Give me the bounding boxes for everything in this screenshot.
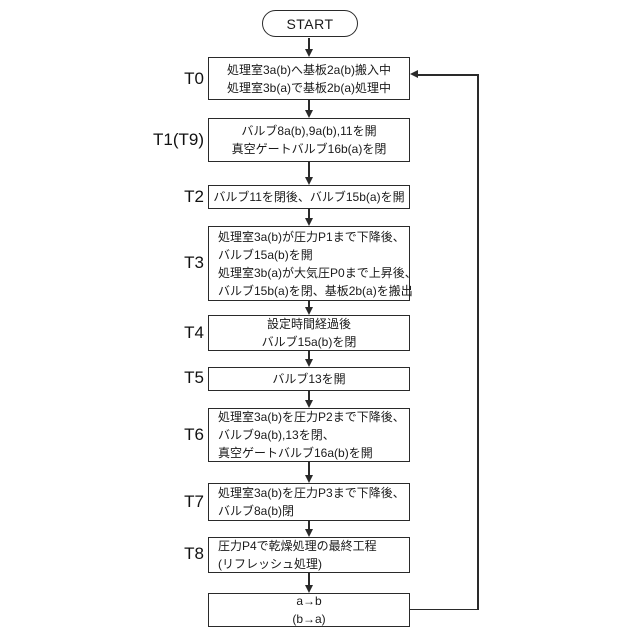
step-text: バルブ15a(b)を開	[218, 247, 313, 262]
arrow-down-icon	[304, 359, 313, 367]
arrow-left-icon	[410, 70, 418, 79]
step-box-t8: 圧力P4で乾燥処理の最終工程 (リフレッシュ処理)	[208, 537, 410, 573]
connector-feedback-top	[418, 74, 479, 76]
connector-t6-t7	[308, 462, 310, 476]
step-text: バルブ9a(b),13を閉、	[218, 428, 335, 442]
step-text: 処理室3a(b)を圧力P2まで下降後、	[218, 410, 405, 424]
step-text: a→b	[296, 594, 322, 608]
step-box-swap: a→b (b→a)	[208, 593, 410, 627]
arrow-down-icon	[304, 400, 313, 408]
connector-t0-t1	[308, 100, 310, 111]
start-label: START	[286, 15, 334, 32]
step-label-t2: T2	[184, 187, 204, 206]
step-text: バルブ8a(b)閉	[218, 504, 295, 518]
start-terminal: START	[262, 10, 358, 37]
step-label-t5: T5	[184, 368, 204, 387]
step-box-t0: 処理室3a(b)へ基板2a(b)搬入中 処理室3b(a)で基板2b(a)処理中	[208, 57, 410, 100]
arrow-down-icon	[304, 307, 313, 315]
connector-t1-t2	[308, 162, 310, 178]
step-text: バルブ11を閉後、バルブ15b(a)を開	[213, 190, 405, 204]
step-text: (b→a)	[292, 612, 326, 626]
step-text: 処理室3b(a)で基板2b(a)処理中	[226, 80, 392, 95]
arrow-down-icon	[304, 585, 313, 593]
connector-t7-t8	[308, 521, 310, 530]
step-text: 処理室3a(b)へ基板2a(b)搬入中	[226, 62, 392, 77]
step-text: バルブ15b(a)を閉、基板2b(a)を搬出	[218, 283, 413, 298]
step-box-t5: バルブ13を開	[208, 367, 410, 391]
connector-t5-t6	[308, 391, 310, 401]
step-box-t7: 処理室3a(b)を圧力P3まで下降後、 バルブ8a(b)閉	[208, 483, 410, 521]
connector-start-t0	[308, 37, 310, 50]
connector-t8-swap	[308, 573, 310, 586]
connector-t3-t4	[308, 301, 310, 308]
step-text: 処理室3b(a)が大気圧P0まで上昇後、	[218, 265, 417, 280]
step-box-t3: 処理室3a(b)が圧力P1まで下降後、 バルブ15a(b)を開 処理室3b(a)…	[208, 226, 417, 301]
step-text: 真空ゲートバルブ16b(a)を閉	[231, 142, 387, 156]
step-box-t2: バルブ11を閉後、バルブ15b(a)を開	[208, 185, 410, 209]
step-box-t1: バルブ8a(b),9a(b),11を開 真空ゲートバルブ16b(a)を閉	[208, 118, 410, 162]
step-label-t0: T0	[184, 69, 204, 88]
step-label-t6: T6	[184, 425, 204, 444]
step-label-t7: T7	[184, 492, 204, 511]
arrow-down-icon	[304, 475, 313, 483]
connector-t2-t3	[308, 209, 310, 219]
step-label-t3: T3	[184, 253, 204, 272]
step-text: バルブ13を開	[272, 372, 346, 386]
step-text: (リフレッシュ処理)	[218, 557, 322, 571]
step-text: 処理室3a(b)が圧力P1まで下降後、	[218, 229, 405, 244]
step-text: 圧力P4で乾燥処理の最終工程	[218, 539, 377, 553]
step-box-t6: 処理室3a(b)を圧力P2まで下降後、 バルブ9a(b),13を閉、 真空ゲート…	[208, 408, 410, 462]
step-text: 真空ゲートバルブ16a(b)を開	[218, 446, 373, 460]
step-label-t1: T1(T9)	[153, 130, 204, 149]
step-text: 処理室3a(b)を圧力P3まで下降後、	[218, 486, 405, 500]
arrow-down-icon	[304, 49, 313, 57]
arrow-down-icon	[304, 218, 313, 226]
step-box-t4: 設定時間経過後 バルブ15a(b)を閉	[208, 315, 410, 351]
step-text: 設定時間経過後	[266, 317, 351, 331]
connector-t4-t5	[308, 351, 310, 360]
step-text: バルブ15a(b)を閉	[261, 335, 357, 349]
step-label-t4: T4	[184, 323, 204, 342]
arrow-down-icon	[304, 177, 313, 185]
connector-feedback-right	[477, 74, 479, 610]
arrow-down-icon	[304, 529, 313, 537]
connector-feedback-bottom	[409, 608, 478, 610]
step-text: バルブ8a(b),9a(b),11を開	[241, 124, 377, 138]
arrow-down-icon	[304, 110, 313, 118]
step-label-t8: T8	[184, 544, 204, 563]
